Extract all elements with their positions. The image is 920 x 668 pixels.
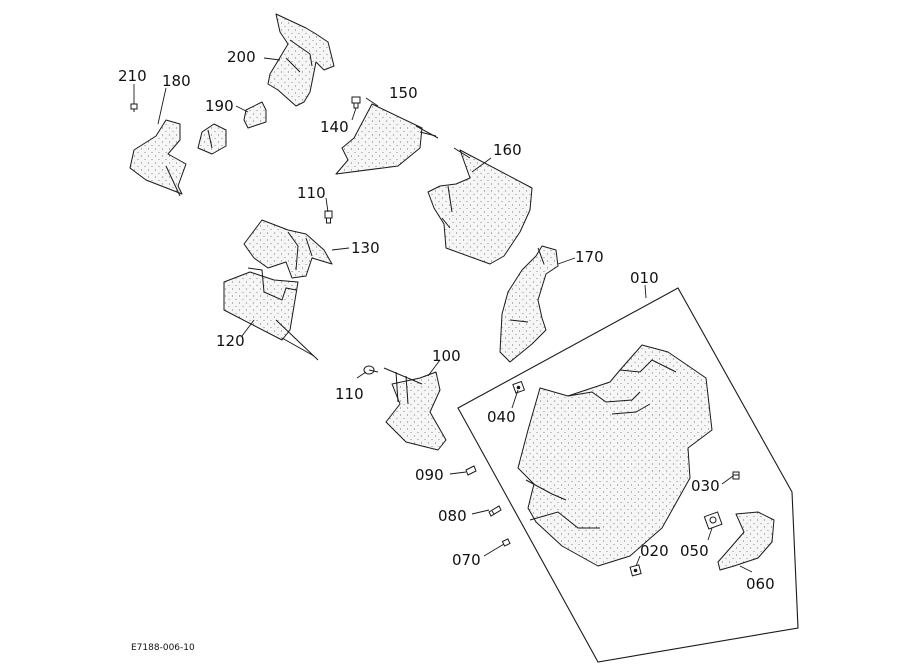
callout-050: 050 bbox=[680, 542, 709, 560]
part-150-side-cover[interactable] bbox=[335, 103, 439, 175]
part-190-clip[interactable] bbox=[243, 101, 267, 129]
callout-030: 030 bbox=[691, 477, 720, 495]
callout-200: 200 bbox=[227, 48, 256, 66]
callout-130: 130 bbox=[351, 239, 380, 257]
part-110-bolt-lower[interactable] bbox=[363, 365, 379, 375]
callout-100: 100 bbox=[432, 347, 461, 365]
part-030-bolt[interactable] bbox=[732, 471, 740, 480]
callout-060: 060 bbox=[746, 575, 775, 593]
callout-020: 020 bbox=[640, 542, 669, 560]
callout-210: 210 bbox=[118, 67, 147, 85]
part-190-bracket[interactable] bbox=[197, 123, 227, 155]
part-050-nut[interactable] bbox=[703, 511, 723, 530]
part-010-main-panel[interactable] bbox=[517, 344, 713, 567]
drawing-reference: E7188-006-10 bbox=[131, 643, 195, 653]
part-110-bolt-upper[interactable] bbox=[324, 210, 333, 224]
callout-110-upper: 110 bbox=[297, 184, 326, 202]
part-120-lower-cover[interactable] bbox=[223, 267, 319, 361]
part-210-screw[interactable] bbox=[130, 103, 138, 112]
assembly-010-box bbox=[457, 287, 799, 663]
part-200-bracket[interactable] bbox=[267, 13, 335, 107]
callout-080: 080 bbox=[438, 507, 467, 525]
part-070-screw[interactable] bbox=[501, 538, 511, 547]
callout-170: 170 bbox=[575, 248, 604, 266]
part-060-bracket[interactable] bbox=[717, 511, 775, 571]
part-170-curved-bracket[interactable] bbox=[499, 245, 559, 363]
callout-090: 090 bbox=[415, 466, 444, 484]
callout-150: 150 bbox=[389, 84, 418, 102]
part-180-bracket[interactable] bbox=[129, 119, 187, 197]
part-040-nut[interactable] bbox=[512, 380, 526, 394]
callout-120: 120 bbox=[216, 332, 245, 350]
callout-040: 040 bbox=[487, 408, 516, 426]
callout-010: 010 bbox=[630, 269, 659, 287]
part-140-bolt[interactable] bbox=[351, 96, 361, 109]
leader-lines bbox=[133, 57, 753, 573]
part-130-upper-cover[interactable] bbox=[243, 219, 333, 279]
part-020-nut[interactable] bbox=[629, 564, 642, 577]
part-080-bolt[interactable] bbox=[488, 505, 502, 517]
callout-110-lower: 110 bbox=[335, 385, 364, 403]
part-160-rear-panel[interactable] bbox=[427, 147, 533, 265]
part-100-bracket[interactable] bbox=[383, 367, 447, 451]
callout-160: 160 bbox=[493, 141, 522, 159]
callout-140: 140 bbox=[320, 118, 349, 136]
callout-180: 180 bbox=[162, 72, 191, 90]
part-090-bolt[interactable] bbox=[465, 465, 477, 476]
callout-070: 070 bbox=[452, 551, 481, 569]
callout-190: 190 bbox=[205, 97, 234, 115]
